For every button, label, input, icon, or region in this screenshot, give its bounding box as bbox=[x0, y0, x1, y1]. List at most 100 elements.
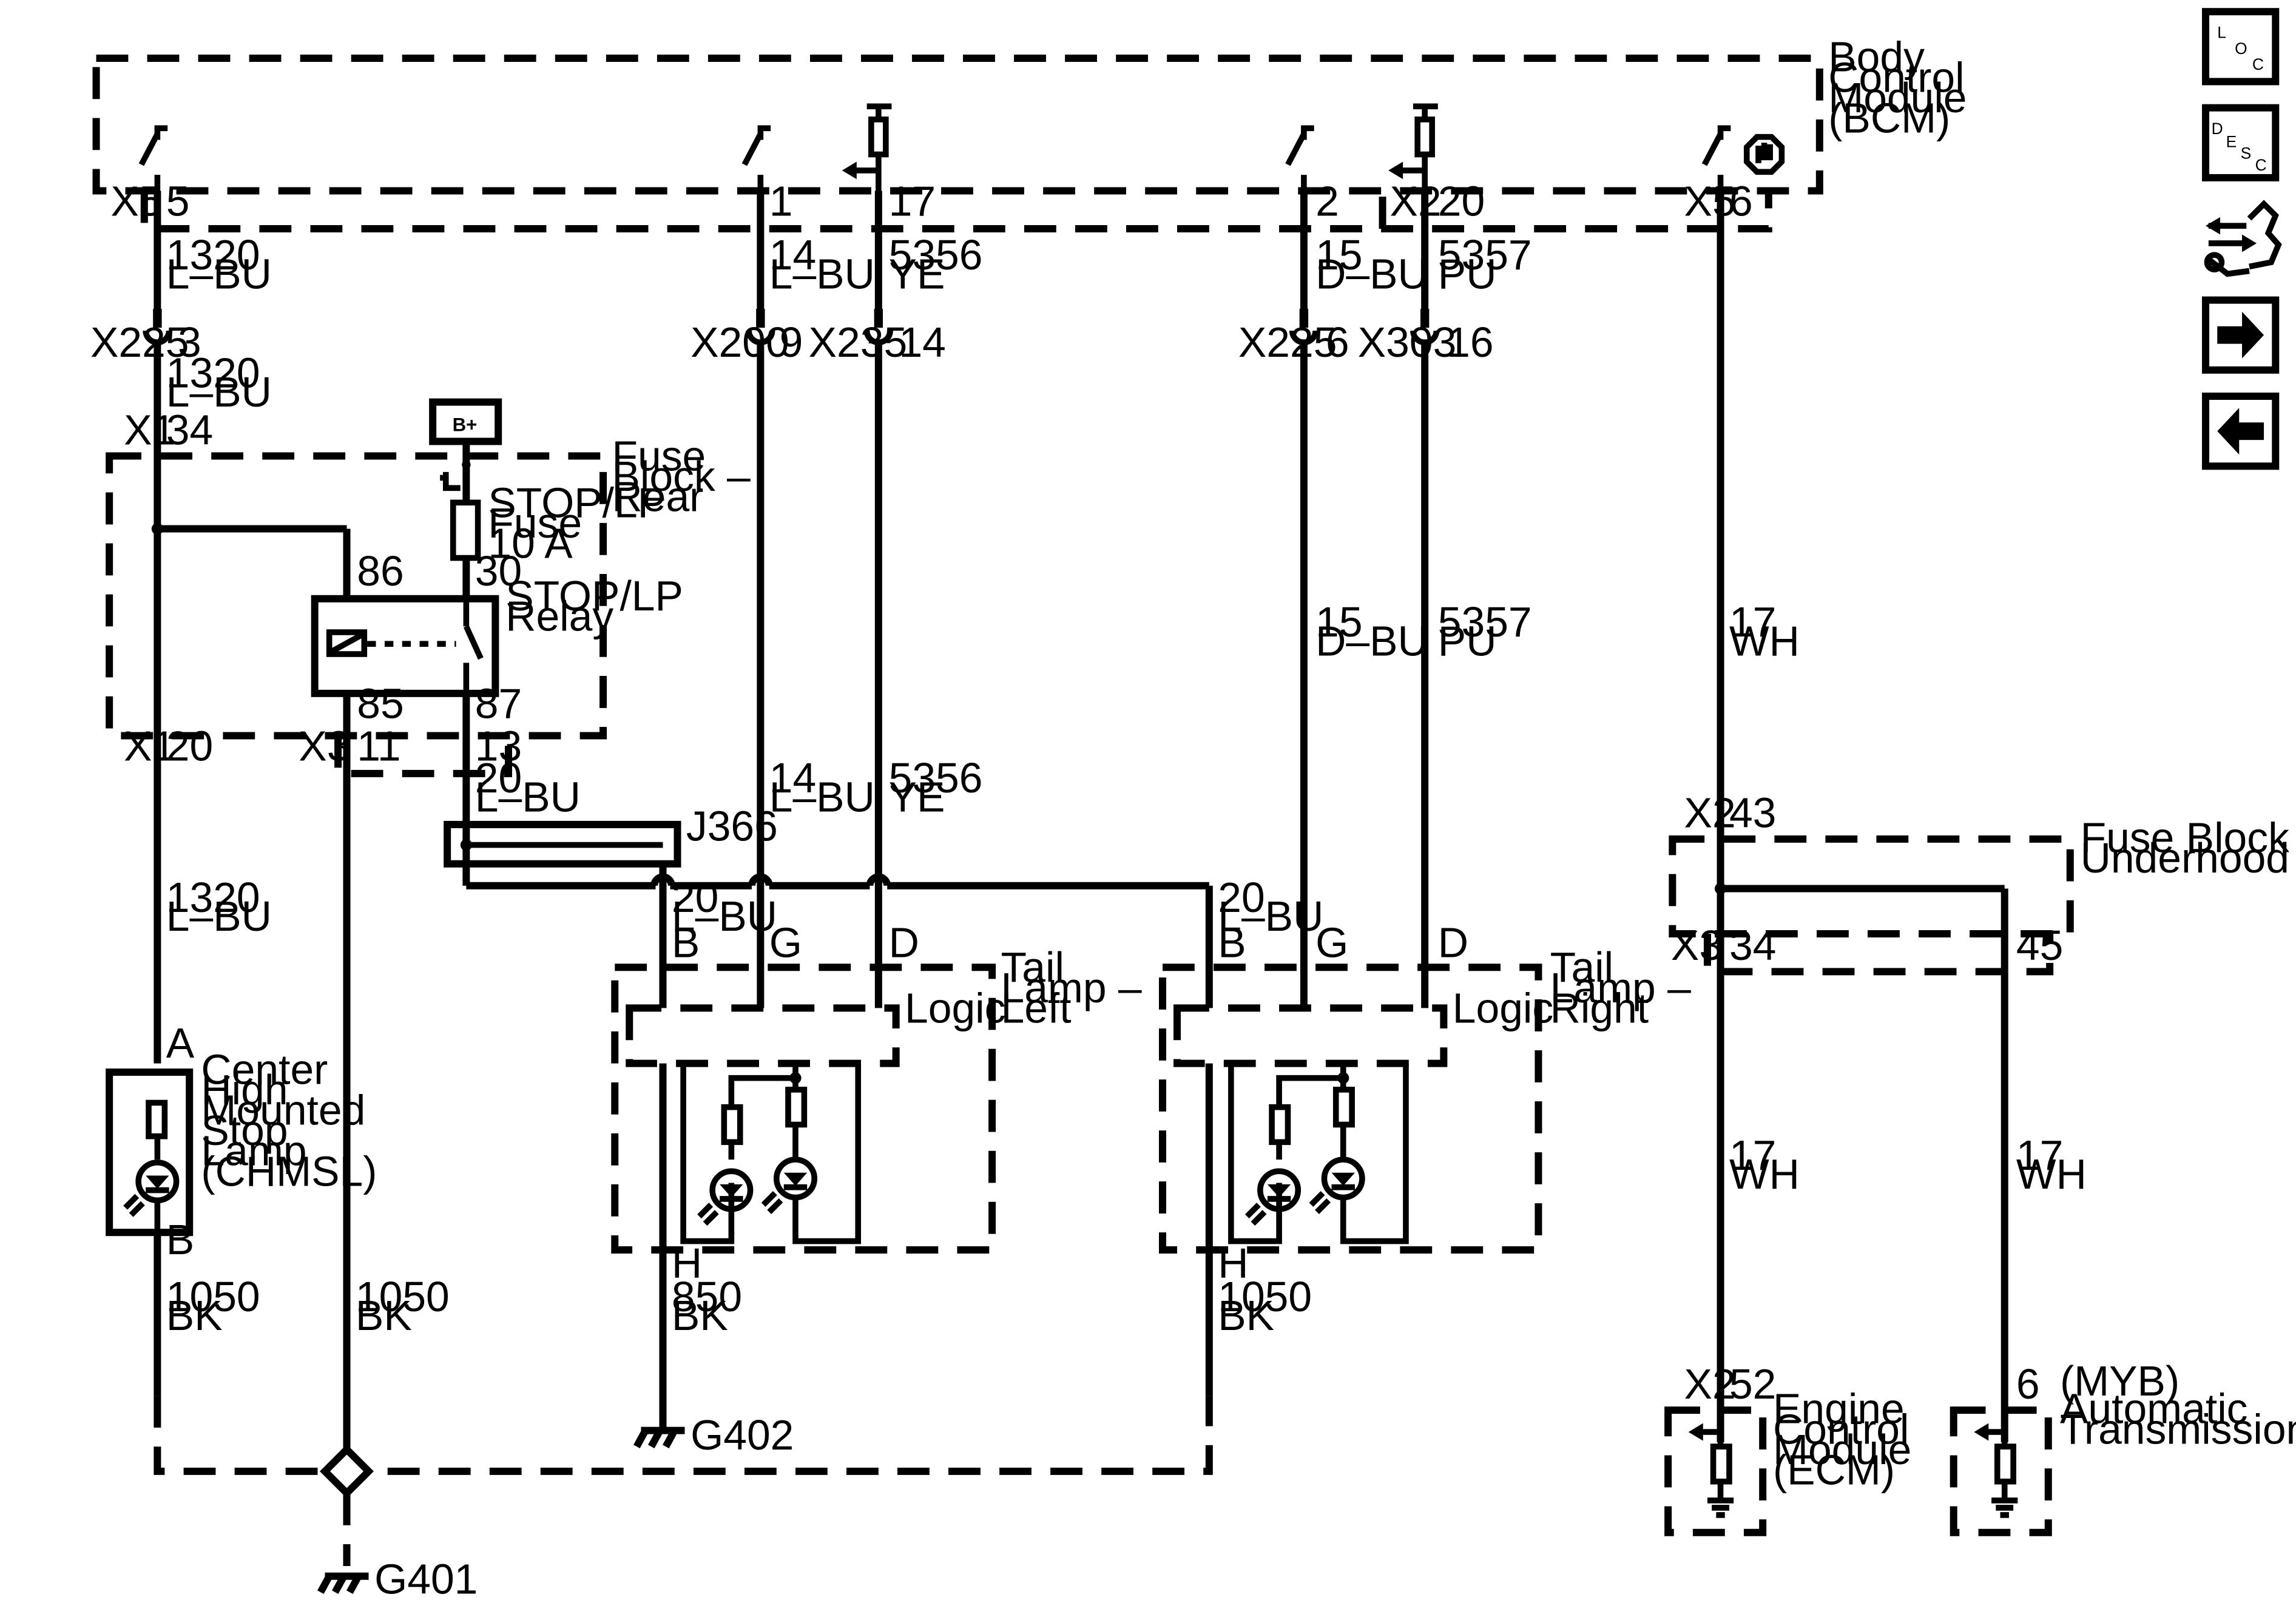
tail-lamp-right-label-1: Tail bbox=[1550, 944, 1613, 991]
tail-lamp-left-label-3: Left bbox=[1001, 984, 1072, 1031]
pin-label: 3 bbox=[178, 319, 201, 366]
wire-circuit: 1320 bbox=[166, 349, 260, 397]
wire-color: WH bbox=[1729, 617, 1800, 664]
splice-pack-j366: J366 bbox=[444, 802, 778, 868]
pin-label: D bbox=[1438, 919, 1468, 966]
location-button[interactable]: L O C bbox=[2202, 8, 2280, 86]
wire-circuit: 17 bbox=[1729, 598, 1776, 646]
desc-letter: D bbox=[2212, 120, 2223, 138]
wire-circuit: 15 bbox=[1315, 231, 1362, 279]
relay-pin: 30 bbox=[475, 547, 522, 595]
ground-icon bbox=[317, 1572, 369, 1595]
wire-circuit: 1050 bbox=[356, 1273, 450, 1320]
tcm-label-2: Transmission bbox=[2060, 1405, 2296, 1453]
desc-letter: E bbox=[2226, 132, 2237, 150]
wire-circuit: 14 bbox=[769, 231, 816, 279]
wire-color: WH bbox=[1729, 1150, 1800, 1198]
ground-label: G401 bbox=[374, 1556, 478, 1603]
b-plus-box: B+ bbox=[429, 398, 502, 445]
bcm-output-17 bbox=[842, 103, 892, 191]
stop-lp-relay bbox=[311, 595, 499, 697]
bcm-output-20 bbox=[1388, 103, 1438, 191]
wire-circuit: 850 bbox=[672, 1273, 742, 1320]
pin-label: 52 bbox=[1729, 1360, 1776, 1408]
pin-label: 34 bbox=[166, 406, 213, 453]
desc-letter: C bbox=[2255, 156, 2267, 174]
conn-label: X225 bbox=[90, 319, 189, 366]
pin-label: B bbox=[166, 1216, 194, 1263]
next-page-button[interactable] bbox=[2202, 296, 2280, 374]
tcm-module: Automatic Transmission bbox=[1950, 1385, 2296, 1536]
wire-circuit: 1050 bbox=[166, 1273, 260, 1320]
pin-label: 43 bbox=[1729, 789, 1776, 837]
desc-letter: S bbox=[2241, 144, 2252, 163]
wire-circuit: 17 bbox=[2016, 1132, 2063, 1179]
tail-lamp-right-label-3: Right bbox=[1550, 984, 1649, 1031]
wire-color: D–BU bbox=[1315, 250, 1428, 297]
wire-circuit: 1320 bbox=[166, 874, 260, 921]
pin-label: 1 bbox=[769, 177, 793, 224]
conn-label: X200 bbox=[690, 319, 789, 366]
wire-color: YE bbox=[889, 773, 945, 820]
splice-dot bbox=[151, 522, 163, 535]
arrow-right-icon bbox=[2217, 311, 2264, 359]
pin-label: 5 bbox=[166, 177, 190, 224]
logic-label: Logic bbox=[1453, 984, 1553, 1031]
pin-label: H bbox=[672, 1240, 702, 1287]
bcm-switch-5 bbox=[138, 125, 168, 191]
fuse-block-underhood-label-1: Fuse Block – bbox=[2081, 814, 2296, 862]
wire-circuit: 5356 bbox=[889, 754, 983, 802]
chmsl-label-2: High bbox=[201, 1066, 288, 1113]
relay-pin: 86 bbox=[357, 547, 403, 595]
wire-color: WH bbox=[2016, 1150, 2087, 1198]
description-button[interactable]: D E S C bbox=[2202, 104, 2280, 181]
ecm-label-2: Control bbox=[1773, 1405, 1909, 1453]
conn-label: X2 bbox=[1684, 1360, 1736, 1408]
wire-color: BK bbox=[356, 1292, 412, 1339]
pin-label: B bbox=[1218, 919, 1246, 966]
wire-color: L–BU bbox=[166, 250, 272, 297]
loc-letter: L bbox=[2217, 23, 2226, 41]
conn-label: X2 bbox=[1684, 789, 1736, 837]
logic-label: Logic bbox=[905, 984, 1005, 1031]
wire-color: BK bbox=[166, 1292, 223, 1339]
fuse-block-rear-label-3: Rear bbox=[612, 473, 703, 521]
conn-label: X5 bbox=[1684, 177, 1736, 224]
wire-crossings bbox=[650, 873, 891, 886]
bcm-module: Body Control Module (BCM) bbox=[92, 33, 1967, 232]
pin-label: 6 bbox=[1326, 319, 1349, 366]
loc-letter: C bbox=[2252, 55, 2264, 73]
pin-label: 6 bbox=[2016, 1360, 2040, 1408]
relay-label-1: STOP/LP bbox=[505, 572, 683, 619]
relay-pin: 85 bbox=[357, 680, 403, 727]
chmsl-label-5: Lamp bbox=[201, 1127, 306, 1175]
bcm-label-4: (BCM) bbox=[1828, 94, 1950, 141]
wire-color: YE bbox=[889, 250, 945, 297]
wire-color: BK bbox=[672, 1292, 728, 1339]
ecm-label-4: (ECM) bbox=[1773, 1447, 1895, 1494]
bcm-label-3: Module bbox=[1828, 74, 1967, 121]
wire-color: L–BU bbox=[166, 368, 272, 416]
wire-color: L–BU bbox=[672, 893, 777, 940]
fuse-block-underhood: Fuse Block – Underhood bbox=[1669, 814, 2296, 976]
fuse-block-underhood-label-2: Underhood bbox=[2081, 834, 2289, 882]
ground-icon bbox=[633, 1426, 685, 1448]
wire-color: PU bbox=[1438, 250, 1497, 297]
pin-label: G bbox=[1315, 919, 1348, 966]
tail-lamp-left-label-2: Lamp – bbox=[1001, 964, 1142, 1011]
wire-color: L–BU bbox=[166, 893, 272, 940]
wires bbox=[154, 191, 2008, 1450]
wire-circuit: 14 bbox=[769, 754, 816, 802]
pin-label: 9 bbox=[780, 319, 803, 366]
conn-label: X1 bbox=[124, 406, 175, 453]
wire-color: L–BU bbox=[769, 773, 875, 820]
previous-page-button[interactable] bbox=[2202, 393, 2280, 470]
chassis-ground-icon bbox=[1991, 1497, 2018, 1518]
relay-pin: 87 bbox=[475, 680, 522, 727]
ground-g401: G401 bbox=[154, 1396, 1213, 1603]
bcm-label-2: Control bbox=[1828, 53, 1964, 101]
light-rays-icon bbox=[123, 1193, 145, 1217]
connector-end-view-icon[interactable] bbox=[2204, 200, 2282, 277]
fuse-block-rear-label-1: Fuse bbox=[612, 432, 706, 479]
pin-label: A bbox=[166, 1019, 195, 1067]
